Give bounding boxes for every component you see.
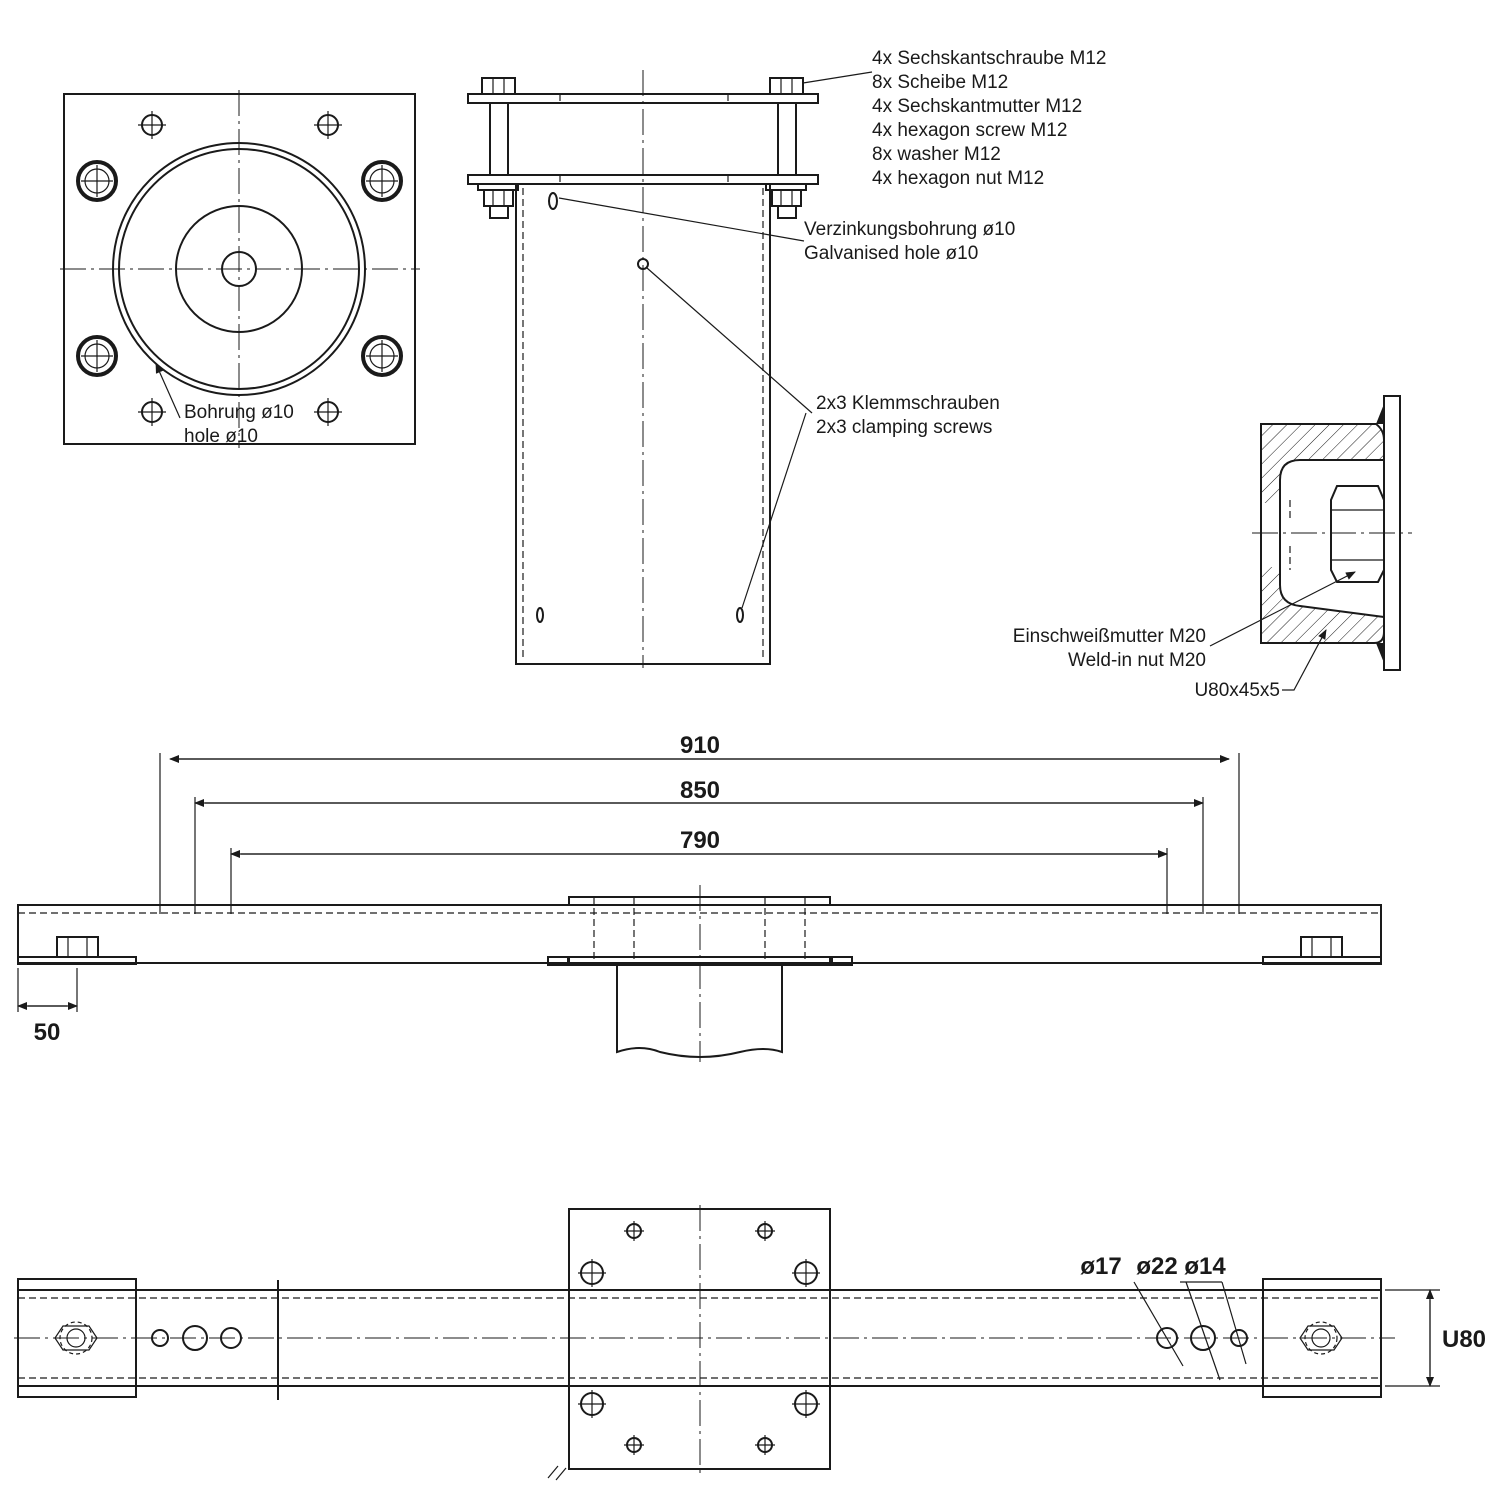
bolt-left (477, 77, 519, 219)
bore-label-de: Bohrung ø10 (184, 402, 294, 423)
clamp-leader (646, 267, 813, 414)
dimension-50: 50 (17, 968, 78, 1046)
plate-top-view: Bohrung ø10 hole ø10 (60, 90, 420, 448)
center-plate-plan (547, 1205, 831, 1481)
crossbar-front-view: 910 850 790 (17, 732, 1382, 1062)
fastener-line-2: 8x Scheibe M12 (872, 72, 1008, 93)
crossbar-plan-view: ø17 ø22 ø14 U80 (14, 1205, 1486, 1481)
dia-14-label: ø14 (1184, 1253, 1226, 1280)
clamping-label-de: 2x3 Klemmschrauben (816, 393, 1000, 414)
small-holes (138, 111, 342, 426)
clamp-screw-hole (637, 258, 649, 270)
dimension-850: 850 (194, 777, 1204, 914)
clamp-screw-hole (736, 607, 744, 623)
weld-nut-label-en: Weld-in nut M20 (1068, 650, 1206, 671)
dim-910: 910 (680, 732, 720, 759)
dim-850: 850 (680, 777, 720, 804)
adjust-holes-left (151, 1325, 242, 1351)
bolt-hole-bl (76, 335, 118, 377)
bolt-hole-tr (361, 160, 403, 202)
u80-label: U80 (1442, 1326, 1486, 1353)
clamp-screw-hole (536, 607, 544, 623)
dimension-u80: U80 (1385, 1289, 1486, 1387)
weld-nut-leader (1209, 571, 1356, 647)
bolt-right (765, 77, 807, 219)
bore-label-en: hole ø10 (184, 426, 258, 447)
end-nut-right-plan (1299, 1321, 1343, 1355)
hole-diameter-callouts: ø17 ø22 ø14 (1080, 1253, 1247, 1381)
adjust-holes-right (1156, 1325, 1248, 1351)
end-nut-right (1300, 936, 1343, 958)
channel-leader (1282, 629, 1327, 691)
dim-790: 790 (680, 827, 720, 854)
bore-leader (155, 363, 181, 419)
bolt-hole-tl (76, 160, 118, 202)
weld-nut (1330, 485, 1385, 583)
clamp-leader (741, 412, 807, 609)
galvanising-leader (558, 197, 805, 242)
post-side-view: 4x Sechskantschraube M12 8x Scheibe M12 … (467, 48, 1106, 668)
end-nut-left-plan (54, 1321, 98, 1355)
fastener-line-1: 4x Sechskantschraube M12 (872, 48, 1106, 69)
channel-profile-label: U80x45x5 (1194, 680, 1280, 701)
end-nut-left (56, 936, 99, 958)
fastener-leader (802, 71, 873, 84)
dim-50: 50 (34, 1019, 61, 1046)
clamping-label-en: 2x3 clamping screws (816, 417, 992, 438)
bolt-hole-br (361, 335, 403, 377)
dia-17-label: ø17 (1080, 1253, 1121, 1280)
dimension-790: 790 (230, 827, 1168, 914)
galvanising-label-en: Galvanised hole ø10 (804, 243, 978, 264)
galvanising-hole (548, 192, 558, 210)
dia-22-label: ø22 (1136, 1253, 1177, 1280)
dimension-910: 910 (159, 732, 1240, 914)
fastener-line-3: 4x Sechskantmutter M12 (872, 96, 1082, 117)
section-detail: Einschweißmutter M20 Weld-in nut M20 U80… (1013, 395, 1412, 701)
fastener-line-6: 4x hexagon nut M12 (872, 168, 1044, 189)
fastener-line-4: 4x hexagon screw M12 (872, 120, 1067, 141)
fastener-line-5: 8x washer M12 (872, 144, 1001, 165)
weld-nut-label-de: Einschweißmutter M20 (1013, 626, 1206, 647)
galvanising-label-de: Verzinkungsbohrung ø10 (804, 219, 1015, 240)
